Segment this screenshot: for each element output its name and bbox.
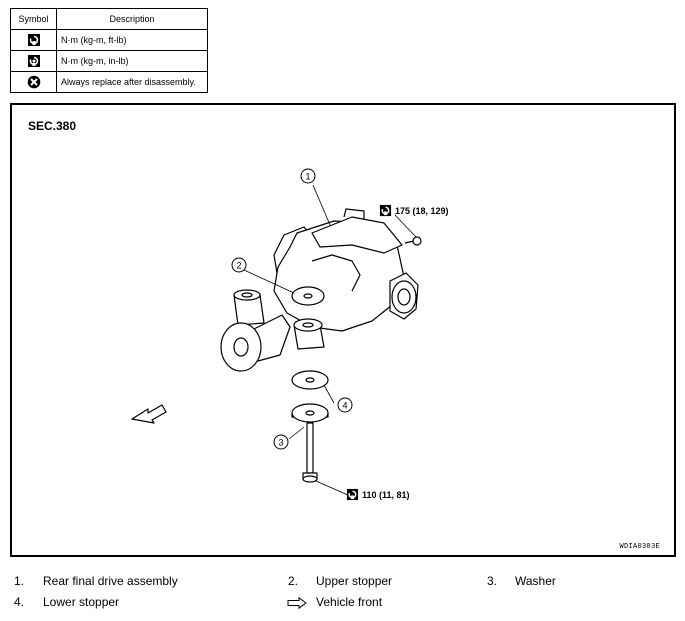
lower-bolt: [302, 422, 318, 483]
symbol-row: N·m (kg-m, in-lb): [10, 50, 208, 72]
vehicle-front-arrow-icon: [287, 597, 307, 609]
washer: [291, 403, 329, 423]
callout-4: 4: [342, 401, 347, 411]
legend-number: 3.: [487, 574, 498, 588]
legend-label: Vehicle front: [316, 595, 383, 609]
callout-2: 2: [236, 261, 241, 271]
torque-wrench-icon: [379, 204, 392, 217]
exploded-view-diagram: 1 2 4 3: [131, 168, 422, 497]
symbol-row: Always replace after disassembly.: [10, 71, 208, 93]
vehicle-front-arrow: [131, 404, 167, 424]
legend-label: Lower stopper: [43, 595, 120, 609]
symbol-description: Always replace after disassembly.: [56, 71, 208, 93]
torque-spec-lower: 110 (11, 81): [346, 488, 410, 501]
legend-number: 4.: [14, 595, 25, 609]
section-label: SEC.380: [28, 119, 77, 133]
lower-stopper: [291, 370, 329, 390]
upper-bolt: [404, 236, 422, 246]
legend-label: Washer: [515, 574, 556, 588]
torque-wrench-ftlb-icon: [27, 34, 40, 46]
legend-number: 2.: [288, 574, 299, 588]
torque-wrench-icon: [346, 488, 359, 501]
description-header: Description: [56, 8, 208, 30]
symbol-description: N·m (kg-m, ft-lb): [56, 29, 208, 51]
legend-label: Upper stopper: [316, 574, 393, 588]
torque-value: 175 (18, 129): [395, 205, 449, 216]
symbol-row: N·m (kg-m, ft-lb): [10, 29, 208, 51]
legend-number: 1.: [14, 574, 25, 588]
callout-3: 3: [278, 438, 283, 448]
symbol-header: Symbol: [10, 8, 57, 30]
diagram-frame: SEC.380: [10, 103, 676, 557]
torque-spec-upper: 175 (18, 129): [379, 204, 449, 217]
torque-wrench-inlb-icon: [27, 55, 40, 67]
symbol-description: N·m (kg-m, in-lb): [56, 50, 208, 72]
upper-stopper: [291, 286, 325, 306]
symbol-table-header: Symbol Description: [10, 8, 208, 30]
torque-value: 110 (11, 81): [362, 489, 410, 500]
legend-label: Rear final drive assembly: [43, 574, 178, 588]
replace-x-icon: [27, 75, 40, 89]
figure-code: WDIA0383E: [619, 543, 660, 551]
callout-1: 1: [305, 172, 310, 182]
symbol-table: Symbol Description N·m (kg-m, ft-lb) N·m…: [10, 8, 208, 93]
